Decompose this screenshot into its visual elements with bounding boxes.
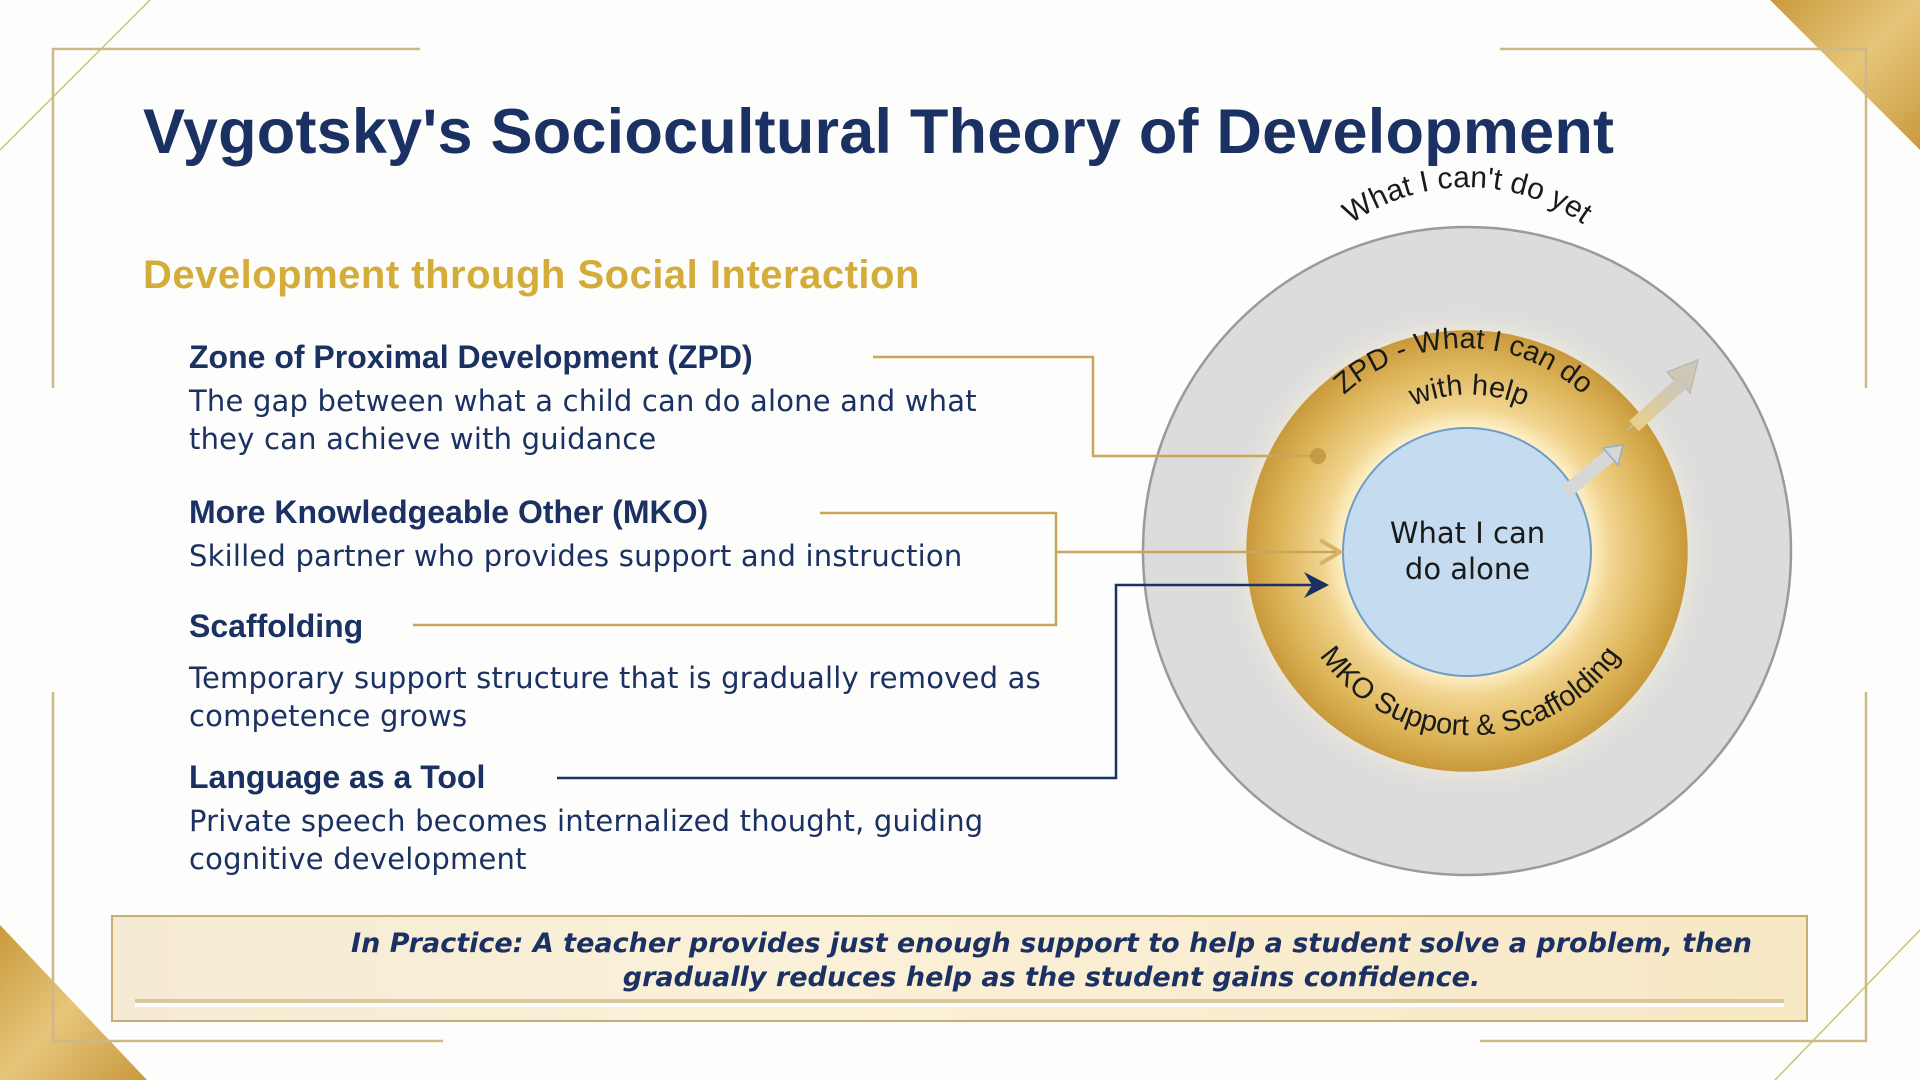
- concept-language: Language as a Tool Private speech become…: [189, 759, 1069, 878]
- in-practice-callout: In Practice: A teacher provides just eno…: [111, 915, 1808, 1022]
- concept-heading: Scaffolding: [189, 608, 364, 644]
- concept-heading: Language as a Tool: [189, 759, 486, 795]
- concept-scaffolding: Scaffolding Temporary support structure …: [189, 608, 1069, 735]
- slide-subtitle: Development through Social Interaction: [143, 253, 920, 297]
- concept-zpd: Zone of Proximal Development (ZPD) The g…: [189, 339, 1069, 458]
- concept-heading: More Knowledgeable Other (MKO): [189, 494, 709, 530]
- growth-arrow-inner: [1561, 444, 1625, 498]
- connector-mko: [413, 511, 1058, 627]
- growth-arrow-outer: [1626, 358, 1700, 432]
- outer-ring-label: What I can't do yet: [1337, 161, 1598, 230]
- slide-title: Vygotsky's Sociocultural Theory of Devel…: [143, 97, 1615, 167]
- concept-description: Temporary support structure that is grad…: [189, 661, 1041, 733]
- concept-mko: More Knowledgeable Other (MKO) Skilled p…: [189, 494, 1069, 575]
- concept-description: Skilled partner who provides support and…: [189, 539, 963, 573]
- concept-heading: Zone of Proximal Development (ZPD): [189, 339, 753, 375]
- concept-description: The gap between what a child can do alon…: [189, 384, 977, 456]
- concept-description: Private speech becomes internalized thou…: [189, 804, 984, 876]
- connector-language: [557, 583, 1322, 780]
- connector-zpd: [873, 355, 1316, 458]
- connector-zpd-dot: [1310, 448, 1326, 464]
- in-practice-text: In Practice: A teacher provides just eno…: [351, 928, 1752, 993]
- corner-decoration-top-right: [1770, 0, 1920, 150]
- center-circle-label: What I can do alone: [1389, 516, 1546, 586]
- callout-divider: [135, 999, 1784, 1007]
